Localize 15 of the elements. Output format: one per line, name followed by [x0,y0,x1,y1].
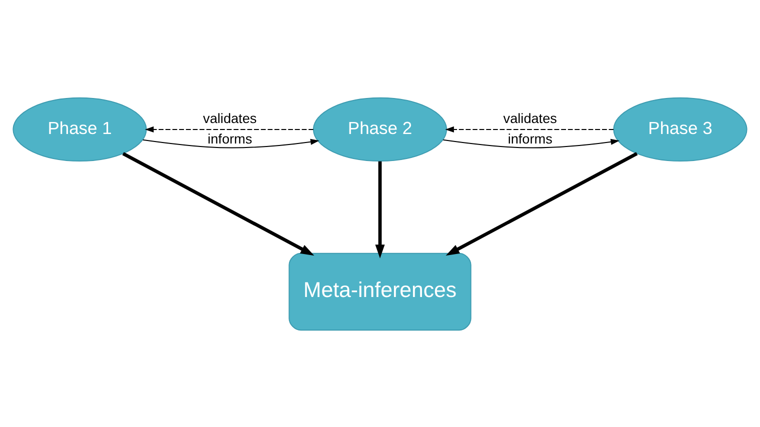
arrow [144,126,314,132]
arrow [445,126,614,132]
node-ellipse: Phase 1 [12,96,147,162]
arrow [446,152,638,256]
edge-label: informs [208,130,252,146]
arrow [142,138,320,148]
arrow [375,160,385,258]
arrow [442,138,620,148]
edge-label: validates [203,110,257,126]
node-ellipse: Phase 3 [613,96,748,162]
arrow [122,152,314,256]
edge-label: informs [508,130,552,146]
node-ellipse: Phase 2 [312,96,448,162]
node-box: Meta-inferences [288,252,472,330]
edge-label: validates [503,110,557,126]
